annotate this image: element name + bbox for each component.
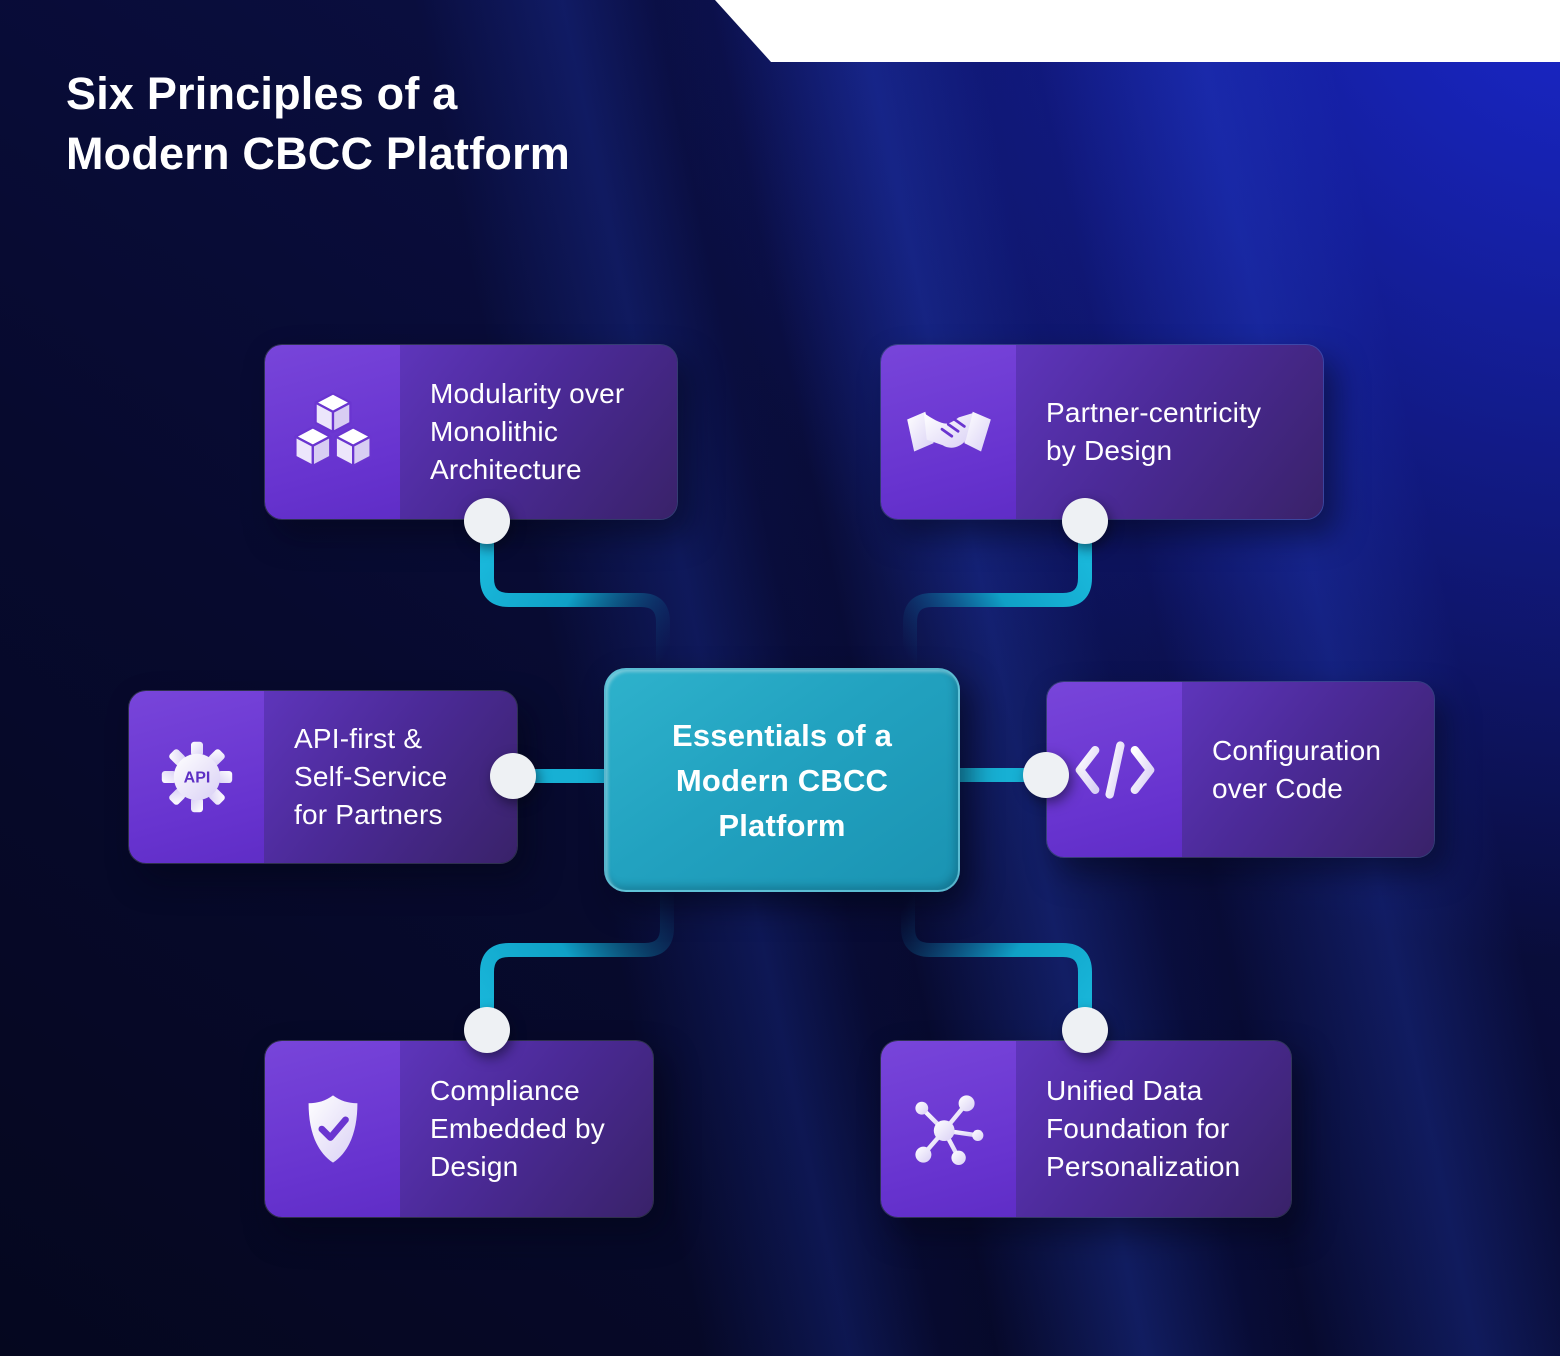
card-api-first-body: API-first & Self-Service for Partners	[264, 691, 517, 863]
center-node: Essentials of a Modern CBCC Platform	[604, 668, 960, 892]
card-configuration-body: Configuration over Code	[1182, 682, 1434, 857]
card-compliance-label: Compliance Embedded by Design	[430, 1075, 605, 1182]
card-configuration: Configuration over Code	[1046, 681, 1435, 858]
cubes-icon-svg	[293, 392, 372, 468]
card-partner-centricity-label: Partner-centricity by Design	[1046, 397, 1262, 466]
network-icon	[881, 1041, 1016, 1217]
connector-line-top-right	[903, 521, 1092, 664]
center-node-label: Essentials of a Modern CBCC Platform	[671, 717, 893, 843]
code-icon	[1047, 682, 1182, 857]
connector-dot-bottom-right	[1062, 1007, 1108, 1053]
connector-dot-mid-left	[490, 753, 536, 799]
connector-dot-top-right	[1062, 498, 1108, 544]
connector-line-top-left	[480, 521, 670, 664]
connector-line-bottom-left	[480, 890, 674, 1030]
page-title: Six Principles of a Modern CBCC Platform	[66, 68, 571, 179]
connector-dot-top-left	[464, 498, 510, 544]
card-partner-centricity: Partner-centricity by Design	[880, 344, 1324, 520]
api-gear-icon: API	[129, 691, 264, 863]
card-modularity-label: Modularity over Monolithic Architecture	[430, 378, 625, 485]
card-api-first-label: API-first & Self-Service for Partners	[294, 723, 448, 830]
corner-notch	[715, 0, 1560, 62]
code-icon-svg	[1075, 740, 1154, 799]
card-configuration-label: Configuration over Code	[1212, 734, 1382, 804]
card-unified-data-label: Unified Data Foundation for Personalizat…	[1046, 1075, 1241, 1182]
card-compliance: Compliance Embedded by Design	[264, 1040, 654, 1218]
connector-dot-mid-right	[1023, 752, 1069, 798]
network-icon-svg	[914, 1095, 983, 1165]
handshake-icon	[881, 345, 1016, 519]
handshake-icon-svg	[906, 411, 991, 452]
connector-dot-bottom-left	[464, 1007, 510, 1053]
connector-line-bottom-right	[901, 890, 1092, 1030]
shield-check-icon-svg	[308, 1095, 357, 1163]
card-modularity: Modularity over Monolithic Architecture	[264, 344, 678, 520]
card-api-first: API API-first & Self-Service for Partner…	[128, 690, 518, 864]
card-modularity-body: Modularity over Monolithic Architecture	[400, 345, 677, 519]
api-icon-label: API	[183, 770, 210, 787]
card-unified-data: Unified Data Foundation for Personalizat…	[880, 1040, 1292, 1218]
api-gear-icon-svg: API	[161, 741, 232, 813]
shield-check-icon	[265, 1041, 400, 1217]
card-compliance-body: Compliance Embedded by Design	[400, 1041, 653, 1217]
card-unified-data-body: Unified Data Foundation for Personalizat…	[1016, 1041, 1291, 1217]
cubes-icon	[265, 345, 400, 519]
card-partner-centricity-body: Partner-centricity by Design	[1016, 345, 1323, 519]
